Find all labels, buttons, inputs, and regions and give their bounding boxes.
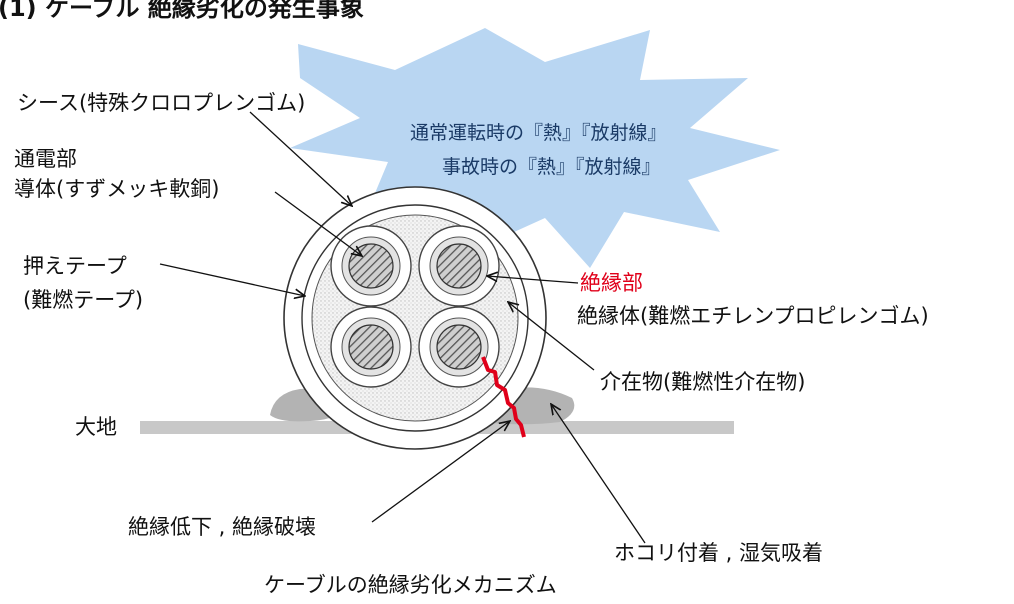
label-dust-moisture: ホコリ付着 , 湿気吸着: [614, 541, 824, 565]
leader-dust: [551, 404, 646, 544]
leader-breakdown: [371, 421, 510, 523]
insulated-conductor: [418, 306, 500, 388]
label-insulation-breakdown: 絶縁低下 , 絶縁破壊: [128, 515, 317, 539]
label-tape-2: (難燃テープ): [23, 288, 144, 312]
label-conductor-part: 通電部: [14, 147, 77, 171]
label-insulation-part: 絶縁部: [580, 271, 643, 295]
label-filler: 介在物(難燃性介在物): [600, 370, 806, 394]
leader-insulator: [487, 276, 579, 284]
label-sheath: シース(特殊クロロプレンゴム): [17, 91, 306, 115]
burst-text-normal: 通常運転時の『熱』『放射線』: [410, 122, 667, 144]
leader-filler: [508, 302, 595, 371]
page-heading: (1) ケーブル 絶縁劣化の発生事象: [0, 0, 364, 22]
insulated-conductor: [330, 306, 412, 388]
label-ground: 大地: [75, 415, 117, 439]
burst-text-accident: 事故時の『熱』『放射線』: [442, 156, 661, 178]
leader-conductor: [274, 191, 362, 256]
leader-tape: [159, 263, 305, 296]
leader-sheath: [249, 111, 352, 206]
label-conductor: 導体(すずメッキ軟銅): [14, 177, 220, 201]
label-tape-1: 押えテープ: [23, 254, 127, 278]
label-insulator: 絶縁体(難燃エチレンプロピレンゴム): [577, 304, 929, 328]
diagram-caption: ケーブルの絶縁劣化メカニズム: [264, 573, 557, 597]
insulation-crack: [481, 356, 526, 438]
insulated-conductor: [330, 225, 412, 307]
insulated-conductor: [418, 225, 500, 307]
